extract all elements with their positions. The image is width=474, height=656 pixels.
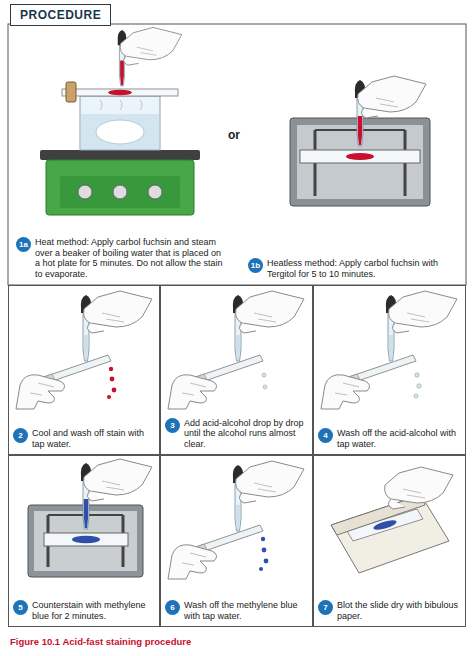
callout-number: 1b — [248, 258, 263, 273]
procedure-heading: PROCEDURE — [10, 4, 111, 26]
step-text: Cool and wash off stain with tap water. — [32, 428, 155, 450]
callout-number: 7 — [318, 600, 333, 615]
step-text-row: 3 Add acid-alcohol drop by drop until the… — [165, 418, 308, 450]
step-text: Blot the slide dry with bibulous paper. — [337, 600, 461, 622]
step-text-row: 5 Counterstain with methylene blue for 2 … — [13, 600, 155, 622]
callout-number: 3 — [165, 418, 180, 433]
step-text-row: 1a Heat method: Apply carbol fuchsin and … — [16, 237, 228, 280]
connector-word: or — [226, 128, 242, 142]
step-text: Add acid-alcohol drop by drop until the … — [184, 418, 308, 450]
step-panel: 5 Counterstain with methylene blue for 2 … — [8, 455, 160, 627]
step-panel: 6 Wash off the methylene blue with tap wa… — [160, 455, 313, 627]
step-text-row: 4 Wash off the acid-alcohol with tap wate… — [318, 428, 461, 450]
step-text: Wash off the methylene blue with tap wat… — [184, 600, 308, 622]
step-text: Wash off the acid-alcohol with tap water… — [337, 428, 461, 450]
step-text: Counterstain with methylene blue for 2 m… — [32, 600, 155, 622]
callout-number: 5 — [13, 600, 28, 615]
step-text-row: 6 Wash off the methylene blue with tap wa… — [165, 600, 308, 622]
step-text-row: 1b Heatless method: Apply carbol fuchsin … — [248, 258, 460, 280]
step-panel: 7 Blot the slide dry with bibulous paper. — [313, 455, 466, 627]
step-panel: 4 Wash off the acid-alcohol with tap wate… — [313, 285, 466, 455]
step-text-row: 7 Blot the slide dry with bibulous paper. — [318, 600, 461, 622]
step-text-row: 2 Cool and wash off stain with tap water. — [13, 428, 155, 450]
callout-number: 2 — [13, 428, 28, 443]
callout-number: 4 — [318, 428, 333, 443]
step-text: Heatless method: Apply carbol fuchsin wi… — [267, 258, 460, 280]
step-panel: 2 Cool and wash off stain with tap water. — [8, 285, 160, 455]
step-area: 1a Heat method: Apply carbol fuchsin and … — [12, 222, 232, 284]
callout-number: 1a — [16, 237, 31, 252]
step-panel: 3 Add acid-alcohol drop by drop until the… — [160, 285, 313, 455]
callout-number: 6 — [165, 600, 180, 615]
step-text: Heat method: Apply carbol fuchsin and st… — [35, 237, 228, 280]
step-area: 1b Heatless method: Apply carbol fuchsin … — [244, 222, 464, 284]
figure-caption: Figure 10.1 Acid-fast staining procedure — [10, 636, 191, 647]
